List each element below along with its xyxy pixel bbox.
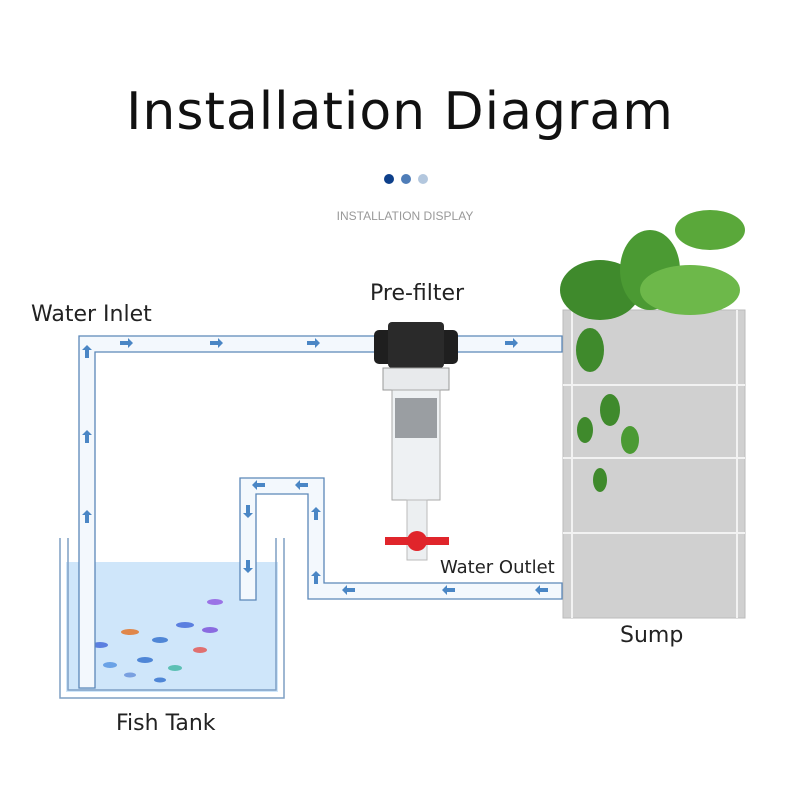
page-title: Installation Diagram [126,82,674,142]
dot-2 [401,174,411,184]
subtitle: INSTALLATION DISPLAY [336,209,474,223]
plants [560,210,745,492]
inlet-pipe [78,335,563,689]
fish-school [92,599,223,683]
label-pre-filter: Pre-filter [370,281,465,306]
label-water-inlet: Water Inlet [31,302,152,327]
pagination-dots [384,174,428,184]
flow-arrows [82,338,548,595]
label-water-outlet: Water Outlet [440,557,555,578]
dot-3 [418,174,428,184]
label-sump: Sump [620,623,684,648]
dot-1 [384,174,394,184]
pre-filter-unit [374,322,458,561]
label-fish-tank: Fish Tank [116,711,216,736]
outlet-pipe [239,477,563,601]
